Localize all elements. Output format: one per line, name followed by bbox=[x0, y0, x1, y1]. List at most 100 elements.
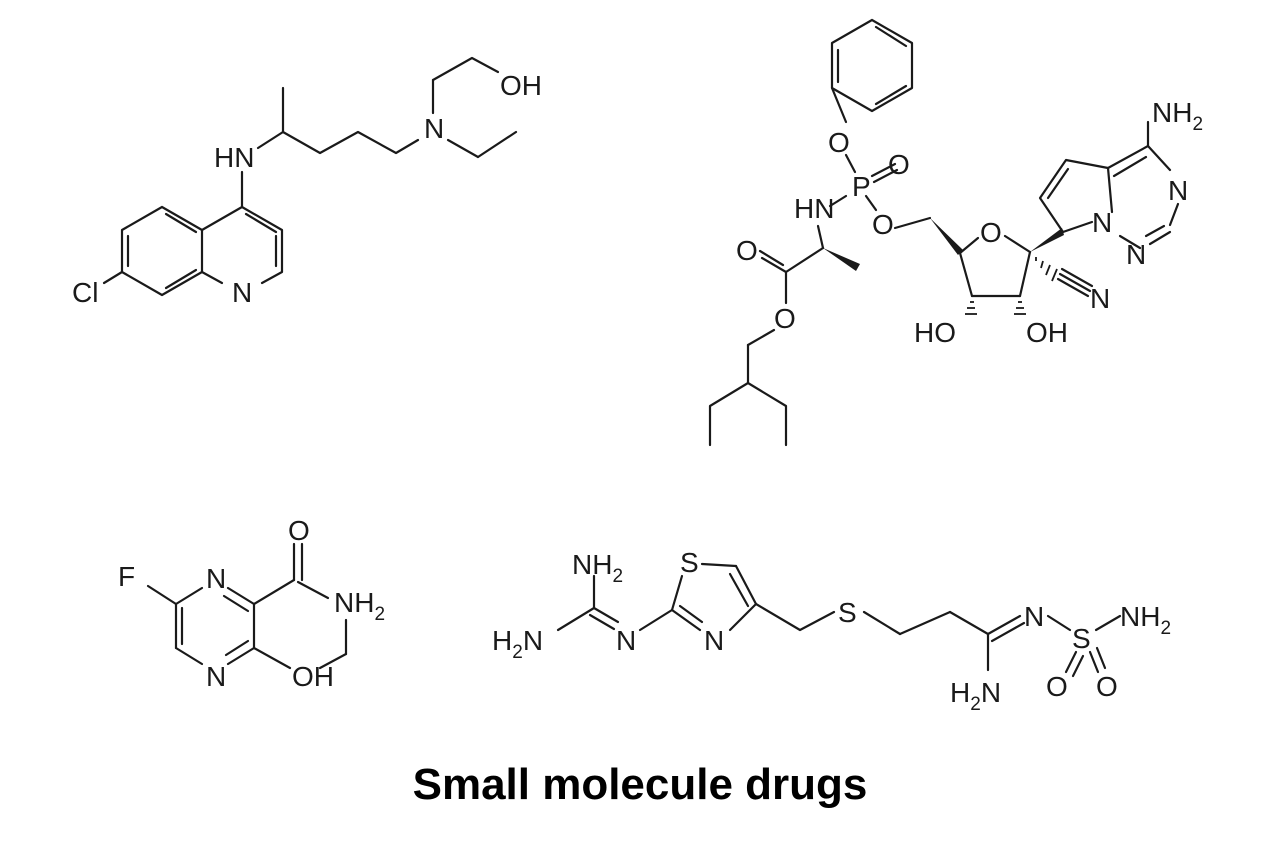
atom-label-n: N bbox=[981, 677, 1001, 708]
atom-label-h2n-left: H2N bbox=[492, 625, 543, 663]
bond bbox=[1061, 220, 1094, 234]
bond bbox=[986, 614, 1022, 636]
bond bbox=[120, 205, 204, 297]
bond bbox=[758, 249, 785, 267]
bond bbox=[446, 138, 480, 159]
atom-label-n-nitrile: N bbox=[1090, 283, 1110, 314]
atom-label-o-carbonyl: O bbox=[736, 235, 758, 266]
bond bbox=[990, 621, 1026, 643]
bond bbox=[592, 606, 620, 624]
bond bbox=[252, 646, 292, 670]
bond bbox=[431, 56, 500, 82]
bond bbox=[1118, 234, 1142, 250]
bond bbox=[296, 580, 330, 600]
bond bbox=[828, 194, 848, 208]
subscript-2: 2 bbox=[1192, 114, 1203, 135]
bond bbox=[872, 168, 899, 184]
atom-label-n-1: N bbox=[206, 563, 226, 594]
atom-label-n-bridge: N bbox=[1092, 207, 1112, 238]
atom-label-s-sulfonyl: S bbox=[1072, 623, 1091, 654]
atom-label-n-triazine-2: N bbox=[1126, 239, 1146, 270]
atom-label-n-amidine: N bbox=[1024, 601, 1044, 632]
bond bbox=[670, 608, 702, 632]
bond bbox=[164, 212, 198, 234]
subscript-2: 2 bbox=[612, 566, 623, 587]
atom-label-o-ring: O bbox=[980, 217, 1002, 248]
bond bbox=[728, 602, 758, 632]
atom-label-p: P bbox=[852, 171, 871, 202]
bond bbox=[898, 610, 952, 636]
bond bbox=[958, 251, 974, 298]
bond bbox=[784, 246, 825, 274]
bond bbox=[244, 212, 278, 234]
atom-label-nh2: NH2 bbox=[334, 587, 385, 625]
bond bbox=[708, 343, 750, 447]
bond bbox=[1046, 167, 1070, 200]
atom-label-hn: HN bbox=[214, 142, 254, 173]
bond bbox=[164, 268, 198, 290]
bond bbox=[281, 130, 420, 155]
bond bbox=[222, 594, 250, 613]
bond bbox=[200, 205, 284, 285]
bond bbox=[870, 162, 897, 178]
molecule-famotidine: NH2 H2N N S N S N S NH2 H2N O O bbox=[492, 547, 1171, 715]
atom-label-cl: Cl bbox=[72, 277, 98, 308]
bond bbox=[588, 613, 616, 631]
atom-label-oh: OH bbox=[1026, 317, 1068, 348]
atom-label-n-ring: N bbox=[232, 277, 252, 308]
subscript-2: 2 bbox=[1160, 618, 1171, 639]
bond bbox=[1094, 614, 1122, 632]
molecule-remdesivir: O P O HN O O O O N HO OH NH2 N N N N bbox=[708, 18, 1203, 447]
atom-label-o-double: O bbox=[888, 149, 910, 180]
bond bbox=[760, 256, 788, 274]
subscript-2: 2 bbox=[374, 604, 385, 625]
bond bbox=[746, 381, 788, 447]
atom-label-nh2-top: NH2 bbox=[572, 549, 623, 587]
bond bbox=[1095, 646, 1107, 670]
bond bbox=[226, 646, 256, 666]
bond bbox=[556, 606, 596, 632]
bond bbox=[874, 84, 908, 106]
atom-label-h: H bbox=[492, 625, 512, 656]
bond bbox=[874, 25, 908, 48]
atom-label-h2n-bottom: H2N bbox=[950, 677, 1001, 715]
bond bbox=[754, 602, 836, 632]
atom-label-o-phenoxy: O bbox=[828, 127, 850, 158]
bond bbox=[146, 584, 178, 606]
atom-label-f: F bbox=[118, 561, 135, 592]
bond bbox=[862, 610, 902, 636]
atom-label-o-right: O bbox=[1096, 671, 1118, 702]
atom-label-s-ring: S bbox=[680, 547, 699, 578]
bond bbox=[1046, 614, 1072, 632]
bond bbox=[1056, 277, 1090, 298]
bond bbox=[746, 328, 776, 347]
atom-label-nh2-main: NH bbox=[334, 587, 374, 618]
bond bbox=[252, 578, 296, 606]
bond bbox=[102, 270, 124, 285]
hash-bond bbox=[1014, 301, 1026, 315]
atom-label-o-left: O bbox=[1046, 671, 1068, 702]
bond bbox=[1106, 144, 1172, 172]
wedge-bond bbox=[1030, 228, 1064, 252]
bond bbox=[844, 153, 857, 174]
atom-label-nh2-right: NH2 bbox=[1120, 601, 1171, 639]
subscript-2: 2 bbox=[970, 694, 981, 715]
bond bbox=[1148, 230, 1172, 246]
wedge-bond bbox=[823, 248, 860, 271]
subscript-2: 2 bbox=[512, 642, 523, 663]
atom-label-n-2: N bbox=[206, 661, 226, 692]
atom-label-oh: OH bbox=[292, 661, 334, 692]
bond bbox=[1003, 234, 1032, 254]
bond bbox=[1064, 650, 1078, 674]
bond bbox=[476, 130, 518, 159]
bond bbox=[1112, 155, 1148, 178]
hash-bond bbox=[965, 301, 977, 315]
atom-label-o-link: O bbox=[872, 209, 894, 240]
bond bbox=[958, 236, 980, 255]
atom-label-nh2: NH2 bbox=[1152, 97, 1203, 135]
bond bbox=[728, 572, 750, 608]
bond bbox=[734, 564, 758, 606]
atom-label-n: N bbox=[523, 625, 543, 656]
bond bbox=[830, 18, 914, 113]
